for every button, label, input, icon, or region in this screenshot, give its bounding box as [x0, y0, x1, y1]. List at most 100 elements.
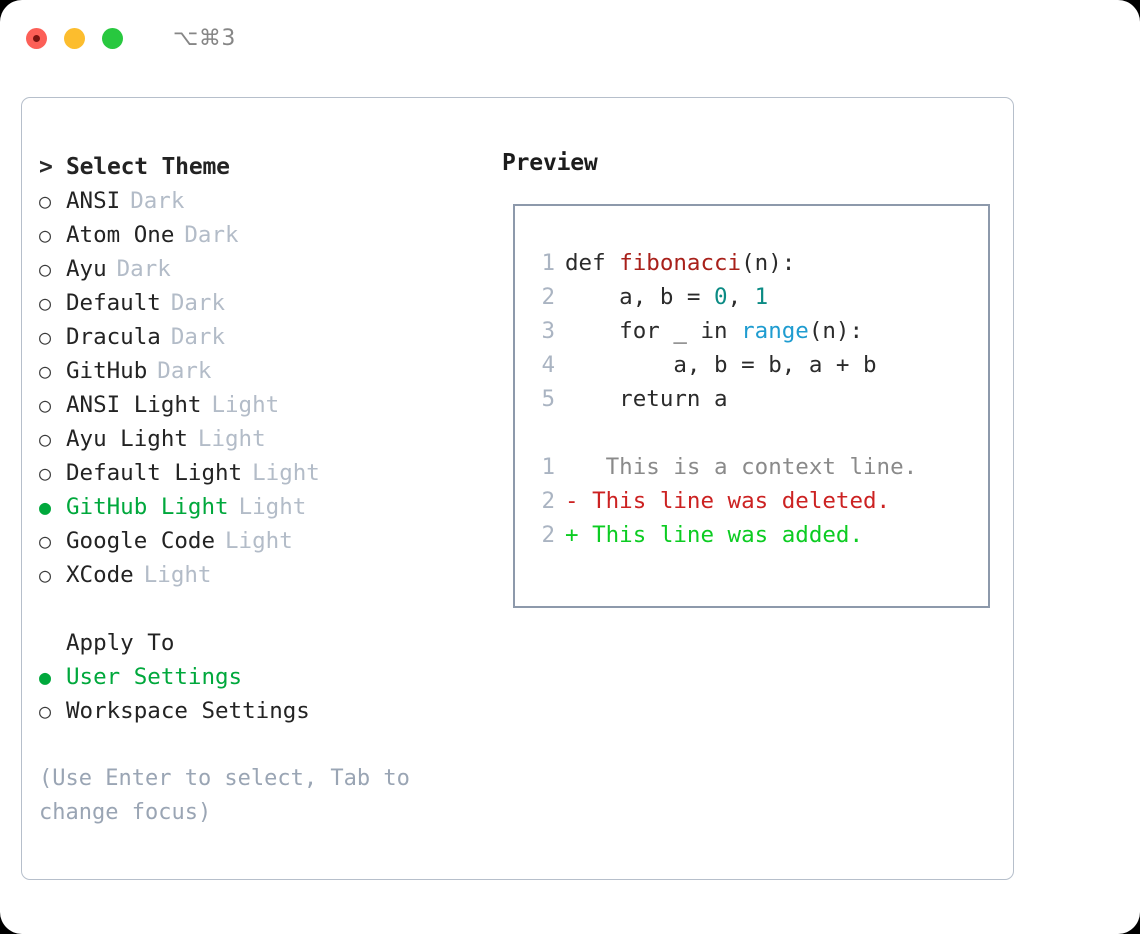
diff-text: This is a context line. — [578, 454, 918, 480]
radio-unselected-icon[interactable]: ○ — [39, 427, 52, 451]
token-plain: for _ in — [565, 318, 742, 344]
line-number: 2 — [541, 284, 555, 310]
theme-name-label: XCode — [66, 562, 134, 588]
apply-to-label: User Settings — [66, 664, 243, 690]
theme-variant-badge: Dark — [130, 188, 185, 214]
code-line: 3 for _ in range(n): — [529, 314, 988, 348]
theme-name-label: Ayu Light — [66, 426, 188, 452]
title-bar: ⌥⌘3 — [0, 0, 1140, 76]
theme-list-item[interactable]: ○ GitHub Dark — [39, 354, 502, 388]
preview-title: Preview — [502, 150, 598, 176]
theme-variant-badge: Light — [252, 460, 320, 486]
maximize-button[interactable] — [102, 27, 123, 49]
theme-list-item[interactable]: ○ Atom One Dark — [39, 218, 502, 252]
theme-variant-badge: Light — [225, 528, 293, 554]
apply-to-list: ● User Settings ○ Workspace Settings — [39, 660, 502, 728]
theme-name-label: GitHub — [66, 358, 148, 384]
theme-name-label: Dracula — [66, 324, 161, 350]
radio-unselected-icon[interactable]: ○ — [39, 325, 52, 349]
code-line: 2 a, b = 0, 1 — [529, 280, 988, 314]
radio-unselected-icon[interactable]: ○ — [39, 461, 52, 485]
diff-line: 2- This line was deleted. — [529, 484, 988, 518]
minimize-button[interactable] — [64, 27, 85, 49]
window-controls — [26, 27, 123, 49]
radio-selected-icon[interactable]: ● — [39, 665, 52, 689]
radio-unselected-icon[interactable]: ○ — [39, 563, 52, 587]
code-diff-spacer — [529, 416, 988, 450]
theme-variant-badge: Dark — [184, 222, 239, 248]
line-number: 3 — [541, 318, 555, 344]
radio-unselected-icon[interactable]: ○ — [39, 257, 52, 281]
diff-text: This line was added. — [578, 522, 864, 548]
token-number: 0 — [714, 284, 728, 310]
token-plain: a, b = — [565, 284, 715, 310]
apply-to-item[interactable]: ○ Workspace Settings — [39, 694, 502, 728]
select-theme-header-label: Select Theme — [66, 154, 230, 180]
diff-sign — [565, 454, 579, 480]
theme-list-item[interactable]: ○ Dracula Dark — [39, 320, 502, 354]
close-button[interactable] — [26, 27, 47, 49]
theme-variant-badge: Dark — [170, 290, 226, 316]
theme-variant-badge: Light — [197, 426, 266, 452]
diff-sample: 1 This is a context line.2- This line wa… — [529, 450, 988, 552]
token-plain: (n): — [808, 318, 864, 344]
line-number: 4 — [541, 352, 555, 378]
theme-variant-badge: Light — [211, 392, 280, 418]
diff-line: 1 This is a context line. — [529, 450, 988, 484]
radio-selected-icon[interactable]: ● — [39, 495, 52, 519]
token-plain: a, b = b, a + b — [565, 352, 877, 378]
diff-text: This line was deleted. — [578, 488, 891, 514]
theme-variant-badge: Dark — [170, 324, 226, 350]
select-theme-header: > Select Theme — [39, 150, 502, 184]
theme-list-item[interactable]: ○ Default Dark — [39, 286, 502, 320]
radio-unselected-icon[interactable]: ○ — [39, 699, 52, 723]
theme-name-label: Default Light — [66, 460, 243, 486]
token-number: 1 — [754, 284, 769, 310]
diff-line: 2 + This line was added. — [529, 518, 988, 552]
theme-name-label: Atom One — [66, 222, 175, 248]
radio-unselected-icon[interactable]: ○ — [39, 529, 52, 553]
radio-unselected-icon[interactable]: ○ — [39, 393, 52, 417]
keyboard-hint: (Use Enter to select, Tab to change focu… — [39, 766, 410, 825]
radio-unselected-icon[interactable]: ○ — [39, 189, 52, 213]
line-number: 1 — [541, 250, 555, 276]
apply-to-item[interactable]: ● User Settings — [39, 660, 502, 694]
radio-unselected-icon[interactable]: ○ — [39, 223, 52, 247]
line-number: 1 — [541, 454, 555, 480]
theme-variant-badge: Light — [143, 562, 212, 588]
radio-unselected-icon[interactable]: ○ — [39, 291, 52, 315]
theme-name-label: Google Code — [66, 528, 216, 554]
radio-unselected-icon[interactable]: ○ — [39, 359, 52, 383]
apply-to-label: Workspace Settings — [66, 698, 310, 724]
theme-list-item[interactable]: ○ XCode Light — [39, 558, 502, 592]
line-number: 5 — [541, 386, 555, 412]
theme-name-label: Default — [66, 290, 161, 316]
theme-name-label: ANSI — [66, 188, 121, 214]
diff-sign: - — [565, 488, 579, 514]
theme-list-item[interactable]: ○ Ayu Light Light — [39, 422, 502, 456]
token-function: fibonacci — [619, 250, 742, 276]
diff-sign: + — [565, 522, 579, 548]
theme-list-item[interactable]: ○ Google Code Light — [39, 524, 502, 558]
theme-list-item[interactable]: ○ Default Light Light — [39, 456, 502, 490]
token-plain: , — [727, 284, 755, 310]
theme-list-item[interactable]: ○ ANSI Dark — [39, 184, 502, 218]
line-number: 2 — [541, 522, 555, 548]
line-number: 2 — [541, 488, 555, 514]
theme-name-label: GitHub Light — [66, 494, 229, 520]
theme-variant-badge: Dark — [157, 358, 212, 384]
spacer — [39, 592, 502, 626]
code-line: 4 a, b = b, a + b — [529, 348, 988, 382]
token-plain: return a — [565, 386, 728, 412]
